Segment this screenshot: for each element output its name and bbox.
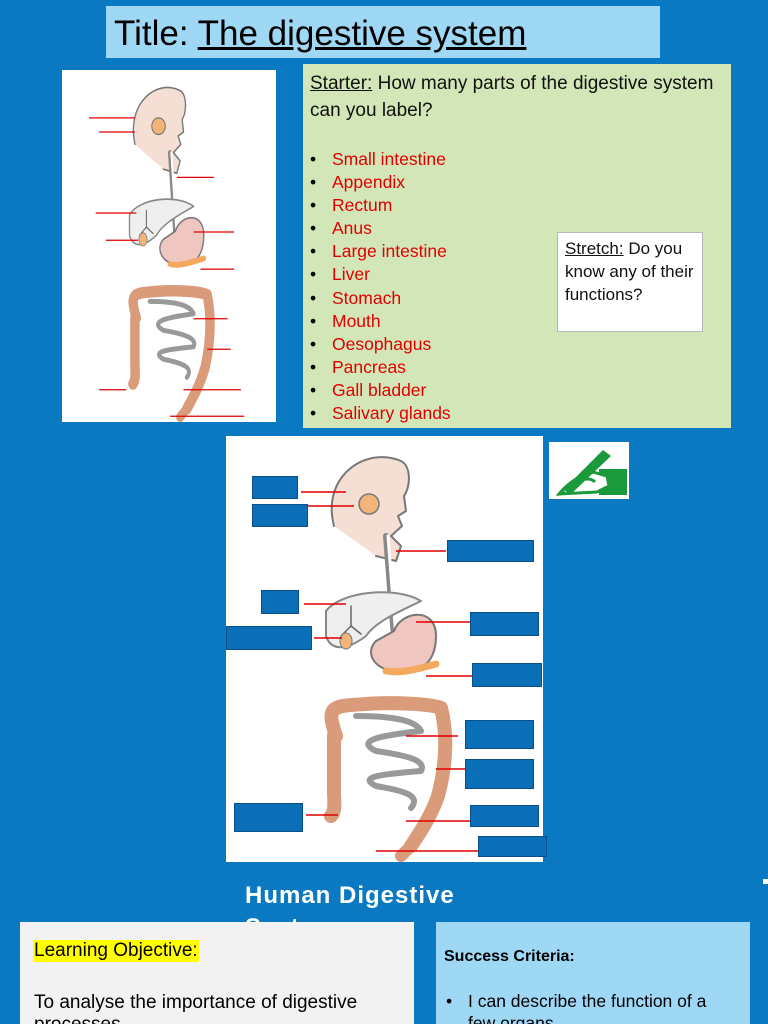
list-item: Oesophagus — [310, 333, 451, 356]
list-item: Large intestine — [310, 240, 451, 263]
label-box[interactable] — [470, 805, 539, 827]
stretch-label: Stretch: — [565, 239, 624, 258]
list-item: Pancreas — [310, 356, 451, 379]
label-box[interactable] — [447, 540, 534, 562]
learning-objective-panel: Learning Objective: To analyse the impor… — [20, 922, 414, 1024]
label-box[interactable] — [226, 626, 312, 650]
digestive-system-icon — [89, 86, 245, 422]
objective-heading: Learning Objective: — [33, 940, 199, 962]
list-item: Liver — [310, 263, 451, 286]
label-box[interactable] — [252, 504, 308, 527]
organ-list: Small intestine Appendix Rectum Anus Lar… — [310, 148, 451, 425]
list-item: Small intestine — [310, 148, 451, 171]
label-box[interactable] — [470, 612, 539, 636]
list-item: I can describe the function of a few org… — [444, 990, 738, 1024]
digestive-system-icon — [301, 456, 478, 862]
page-title: Title: The digestive system — [106, 6, 660, 58]
label-box[interactable] — [478, 836, 547, 857]
corner-marker — [763, 879, 768, 884]
label-box[interactable] — [465, 759, 534, 789]
list-item: Salivary glands — [310, 402, 451, 425]
stretch-text: Do you know any of their functions? — [565, 239, 694, 304]
label-box[interactable] — [465, 720, 534, 749]
label-box[interactable] — [252, 476, 298, 499]
digestive-diagram-small — [62, 70, 276, 422]
list-item: Gall bladder — [310, 379, 451, 402]
hand-writing-pen-icon — [549, 442, 629, 499]
label-box[interactable] — [234, 803, 303, 832]
objective-text: To analyse the importance of digestive p… — [34, 992, 358, 1024]
success-heading: Success Criteria: — [444, 948, 575, 965]
list-item: Anus — [310, 217, 451, 240]
list-item: Appendix — [310, 171, 451, 194]
title-prefix: Title: — [114, 14, 198, 53]
success-criteria-panel: Success Criteria: I can describe the fun… — [436, 922, 750, 1024]
list-item: Mouth — [310, 310, 451, 333]
title-text: The digestive system — [197, 14, 527, 53]
starter-question-text: How many parts of the digestive system c… — [310, 73, 714, 121]
label-box[interactable] — [261, 590, 299, 614]
label-box[interactable] — [472, 663, 542, 687]
list-item: Stomach — [310, 287, 451, 310]
starter-label: Starter: — [310, 73, 373, 94]
starter-panel: Starter: How many parts of the digestive… — [303, 64, 731, 428]
starter-question: Starter: How many parts of the digestive… — [310, 70, 731, 124]
list-item: Rectum — [310, 194, 451, 217]
success-list: I can describe the function of a few org… — [444, 990, 738, 1024]
stretch-box: Stretch: Do you know any of their functi… — [557, 232, 703, 332]
